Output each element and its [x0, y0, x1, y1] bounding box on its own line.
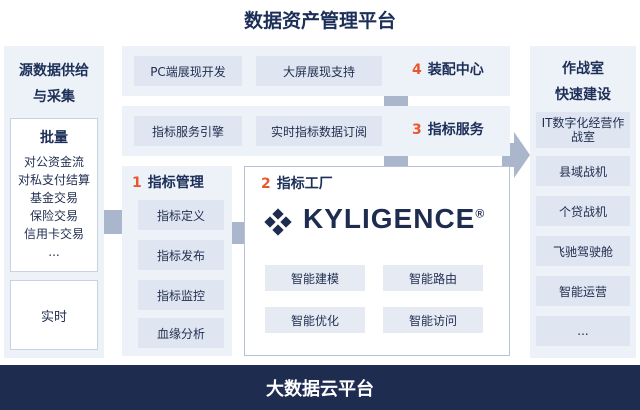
source-title-line2: 与采集 [33, 89, 75, 105]
service-box: 指标服务引擎 [134, 116, 242, 146]
management-box: 指标定义 [138, 200, 224, 230]
batch-item: 保险交易 [29, 209, 78, 223]
realtime-box: 实时 [10, 280, 98, 350]
warroom-box: 个贷战机 [536, 196, 630, 226]
warroom-box: 县域战机 [536, 156, 630, 186]
service-box: 实时指标数据订阅 [256, 116, 382, 146]
warroom-box: ... [536, 316, 630, 346]
batch-item: 对私支付结算 [17, 173, 90, 187]
service-number: 3 [412, 122, 422, 138]
batch-item: 信用卡交易 [23, 227, 84, 241]
service-heading: 3 指标服务 [412, 119, 484, 139]
factory-box: 智能优化 [265, 307, 365, 333]
assembly-box: 大屏展现支持 [256, 56, 382, 86]
factory-box: 智能建模 [265, 265, 365, 291]
assembly-box: PC端展现开发 [134, 56, 242, 86]
source-panel: 源数据供给 与采集 批量 对公资金流 对私支付结算 基金交易 保险交易 信用卡交… [4, 46, 104, 358]
management-panel: 1 指标管理 指标定义 指标发布 指标监控 血缘分析 [122, 166, 232, 356]
kyligence-logo: KYLIGENCE® [303, 203, 485, 235]
warroom-panel: 作战室 快速建设 IT数字化经营作战室 县域战机 个贷战机 飞驰驾驶舱 智能运营… [530, 46, 636, 358]
assembly-number: 4 [412, 62, 422, 78]
batch-title: 批量 [40, 130, 68, 146]
assembly-heading: 4 装配中心 [412, 59, 484, 79]
management-box: 指标发布 [138, 240, 224, 270]
warroom-title-line2: 快速建设 [555, 87, 611, 103]
logo-text: KYLIGENCE [303, 203, 476, 234]
source-title-line1: 源数据供给 [19, 63, 89, 79]
management-box: 血缘分析 [138, 318, 224, 348]
factory-title: 指标工厂 [276, 176, 333, 192]
factory-panel: 2 指标工厂 KYLIGENCE® 智能建模 智能路由 智能优化 智能访问 [244, 166, 510, 356]
management-box: 指标监控 [138, 280, 224, 310]
batch-item: ... [48, 245, 60, 259]
management-number: 1 [132, 175, 142, 191]
management-heading: 1 指标管理 [132, 172, 204, 192]
batch-item: 基金交易 [29, 191, 78, 205]
service-panel: 指标服务引擎 实时指标数据订阅 3 指标服务 [122, 106, 510, 156]
factory-box: 智能路由 [383, 265, 483, 291]
factory-box: 智能访问 [383, 307, 483, 333]
warroom-box: IT数字化经营作战室 [536, 112, 630, 148]
kyligence-logo-icon [264, 208, 292, 236]
logo-mark: ® [475, 206, 486, 221]
management-title: 指标管理 [147, 175, 204, 191]
assembly-title: 装配中心 [427, 62, 484, 78]
factory-number: 2 [261, 176, 271, 192]
page-title: 数据资产管理平台 [243, 10, 396, 32]
service-title: 指标服务 [427, 122, 484, 138]
warroom-box: 飞驰驾驶舱 [536, 236, 630, 266]
batch-box: 批量 对公资金流 对私支付结算 基金交易 保险交易 信用卡交易 ... [10, 118, 98, 272]
assembly-panel: PC端展现开发 大屏展现支持 4 装配中心 [122, 46, 510, 96]
warroom-box: 智能运营 [536, 276, 630, 306]
warroom-title-line1: 作战室 [562, 61, 604, 77]
batch-item: 对公资金流 [23, 155, 84, 169]
cloud-platform-bar: 大数据云平台 [0, 365, 640, 410]
factory-heading: 2 指标工厂 [261, 173, 333, 193]
